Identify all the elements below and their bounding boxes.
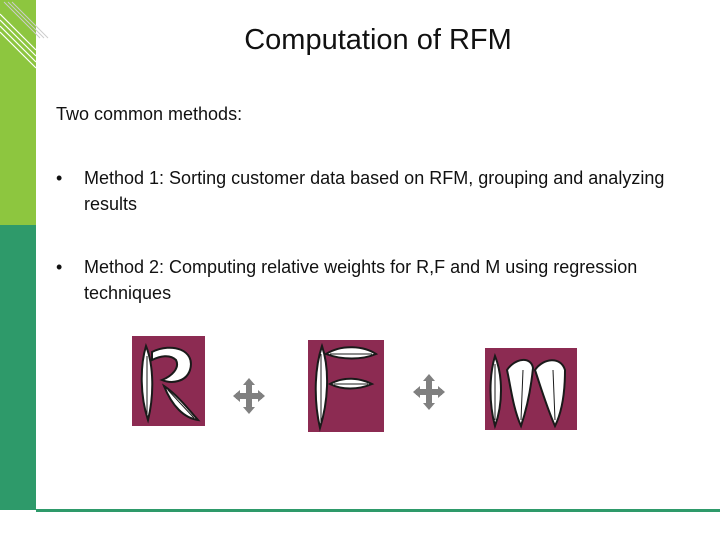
plus-arrow-icon bbox=[233, 378, 265, 414]
bullet-dot: • bbox=[56, 257, 63, 277]
letter-f-image bbox=[308, 340, 384, 432]
footer-rule bbox=[36, 509, 720, 512]
letter-m-image bbox=[485, 348, 577, 430]
accent-green-dark bbox=[0, 225, 36, 510]
plus-arrow-icon bbox=[413, 374, 445, 410]
letter-r-image bbox=[132, 336, 205, 426]
bullet-dot: • bbox=[56, 168, 63, 188]
bullet-text: Method 2: Computing relative weights for… bbox=[84, 257, 638, 303]
corner-decoration bbox=[0, 1, 49, 69]
bullet-text: Method 1: Sorting customer data based on… bbox=[84, 168, 665, 214]
intro-text: Two common methods: bbox=[56, 104, 243, 124]
left-accent-bar bbox=[0, 0, 36, 540]
slide-title: Computation of RFM bbox=[244, 24, 512, 56]
